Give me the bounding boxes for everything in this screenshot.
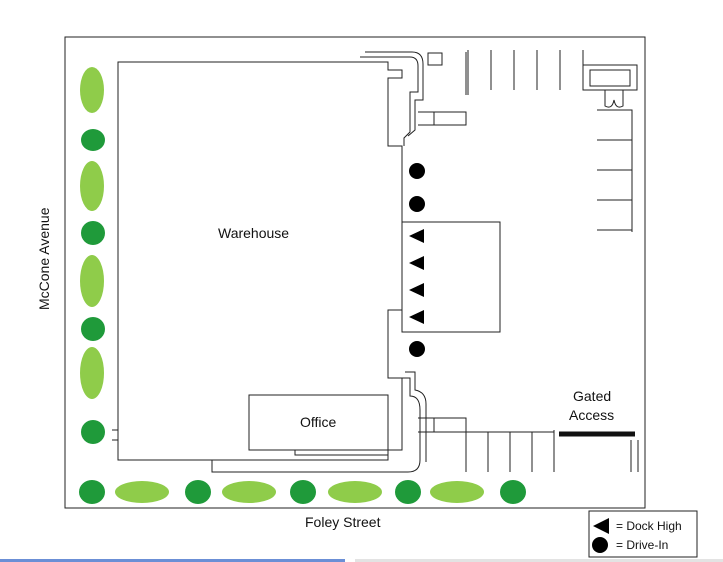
- drive-in-doors: [409, 163, 425, 357]
- drive-in-door-marker: [409, 341, 425, 357]
- map-legend: = Dock High = Drive-In: [588, 510, 698, 558]
- shrub-dark: [81, 420, 105, 444]
- shrub-dark: [500, 480, 526, 504]
- shrub-light: [80, 67, 104, 113]
- warehouse-label: Warehouse: [218, 225, 289, 241]
- dock-high-door-marker: [409, 229, 424, 243]
- dock-enclosure: [401, 221, 501, 333]
- bottom-accent-bar: [0, 559, 345, 562]
- shrub-dark: [395, 480, 421, 504]
- street-label-south: Foley Street: [305, 514, 381, 530]
- shrub-dark: [79, 480, 105, 504]
- shrub-light: [115, 481, 169, 503]
- dock-high-door-marker: [409, 283, 424, 297]
- landscaping-west: [80, 67, 105, 444]
- shrub-light: [430, 481, 484, 503]
- shrub-dark: [185, 480, 211, 504]
- shrub-dark: [81, 317, 105, 341]
- parking-east: [597, 109, 633, 232]
- shrub-light: [328, 481, 382, 503]
- drive-in-legend-label: = Drive-In: [616, 538, 668, 552]
- drive-in-legend-symbol: [592, 537, 608, 553]
- office-building: [248, 394, 389, 456]
- parking-north: [427, 50, 638, 108]
- drive-in-door-marker: [409, 196, 425, 212]
- landscaping-south: [79, 480, 526, 504]
- gated-access-label-line2: Access: [569, 407, 614, 423]
- property-boundary: [64, 36, 646, 509]
- shrub-dark: [81, 221, 105, 245]
- shrub-light: [80, 255, 104, 307]
- dock-high-doors: [409, 229, 424, 324]
- office-label: Office: [300, 414, 337, 430]
- dock-high-door-marker: [409, 256, 424, 270]
- bottom-divider-bar: [355, 559, 723, 562]
- shrub-dark: [290, 480, 316, 504]
- dock-high-legend-label: = Dock High: [616, 519, 682, 533]
- dock-high-door-marker: [409, 310, 424, 324]
- gated-access-label-line1: Gated: [573, 388, 611, 404]
- parking-south: [465, 431, 639, 472]
- legend-box: [588, 510, 698, 558]
- street-label-west: McCone Avenue: [36, 207, 52, 310]
- shrub-light: [80, 347, 104, 399]
- shrub-dark: [81, 129, 105, 151]
- shrub-light: [222, 481, 276, 503]
- drive-in-door-marker: [409, 163, 425, 179]
- shrub-light: [80, 161, 104, 211]
- dock-high-legend-symbol: [593, 518, 609, 534]
